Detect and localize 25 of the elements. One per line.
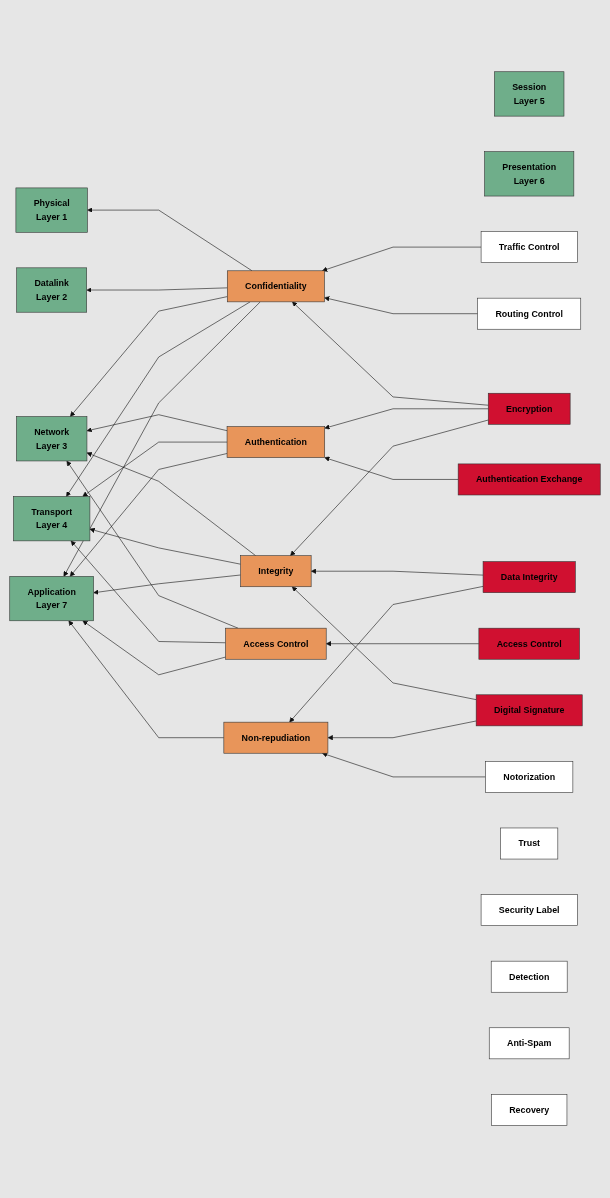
node-box: Encryption bbox=[487, 393, 571, 426]
node-box: Detection bbox=[490, 961, 568, 993]
node-box: Access Control bbox=[225, 628, 327, 660]
node-box: Anti-Spam bbox=[488, 1027, 570, 1060]
node-box: Non-repudiation bbox=[223, 722, 329, 754]
node-box: Integrity bbox=[240, 555, 312, 588]
node-box: Authentication Exchange bbox=[457, 464, 601, 496]
node-box: Session Layer 5 bbox=[494, 71, 565, 117]
node-box: Network Layer 3 bbox=[16, 416, 88, 462]
node-box: Transport Layer 4 bbox=[13, 496, 91, 542]
node-box: Trust bbox=[500, 828, 559, 860]
node-box: Confidentiality bbox=[227, 270, 325, 303]
node-box: Datalink Layer 2 bbox=[16, 267, 87, 313]
node-box: Recovery bbox=[491, 1094, 568, 1127]
node-box: Traffic Control bbox=[480, 231, 578, 264]
node-box: Application Layer 7 bbox=[9, 576, 94, 622]
node-box: Routing Control bbox=[477, 298, 582, 330]
node-box: Security Label bbox=[480, 894, 578, 927]
node-box: Notorization bbox=[485, 761, 574, 794]
node-box: Authentication bbox=[226, 426, 325, 459]
node-box: Access Control bbox=[478, 628, 580, 660]
node-box: Physical Layer 1 bbox=[15, 188, 88, 233]
node-box: Presentation Layer 6 bbox=[484, 151, 575, 197]
node-box: Digital Signature bbox=[475, 694, 583, 727]
node-box: Data Integrity bbox=[482, 561, 576, 594]
